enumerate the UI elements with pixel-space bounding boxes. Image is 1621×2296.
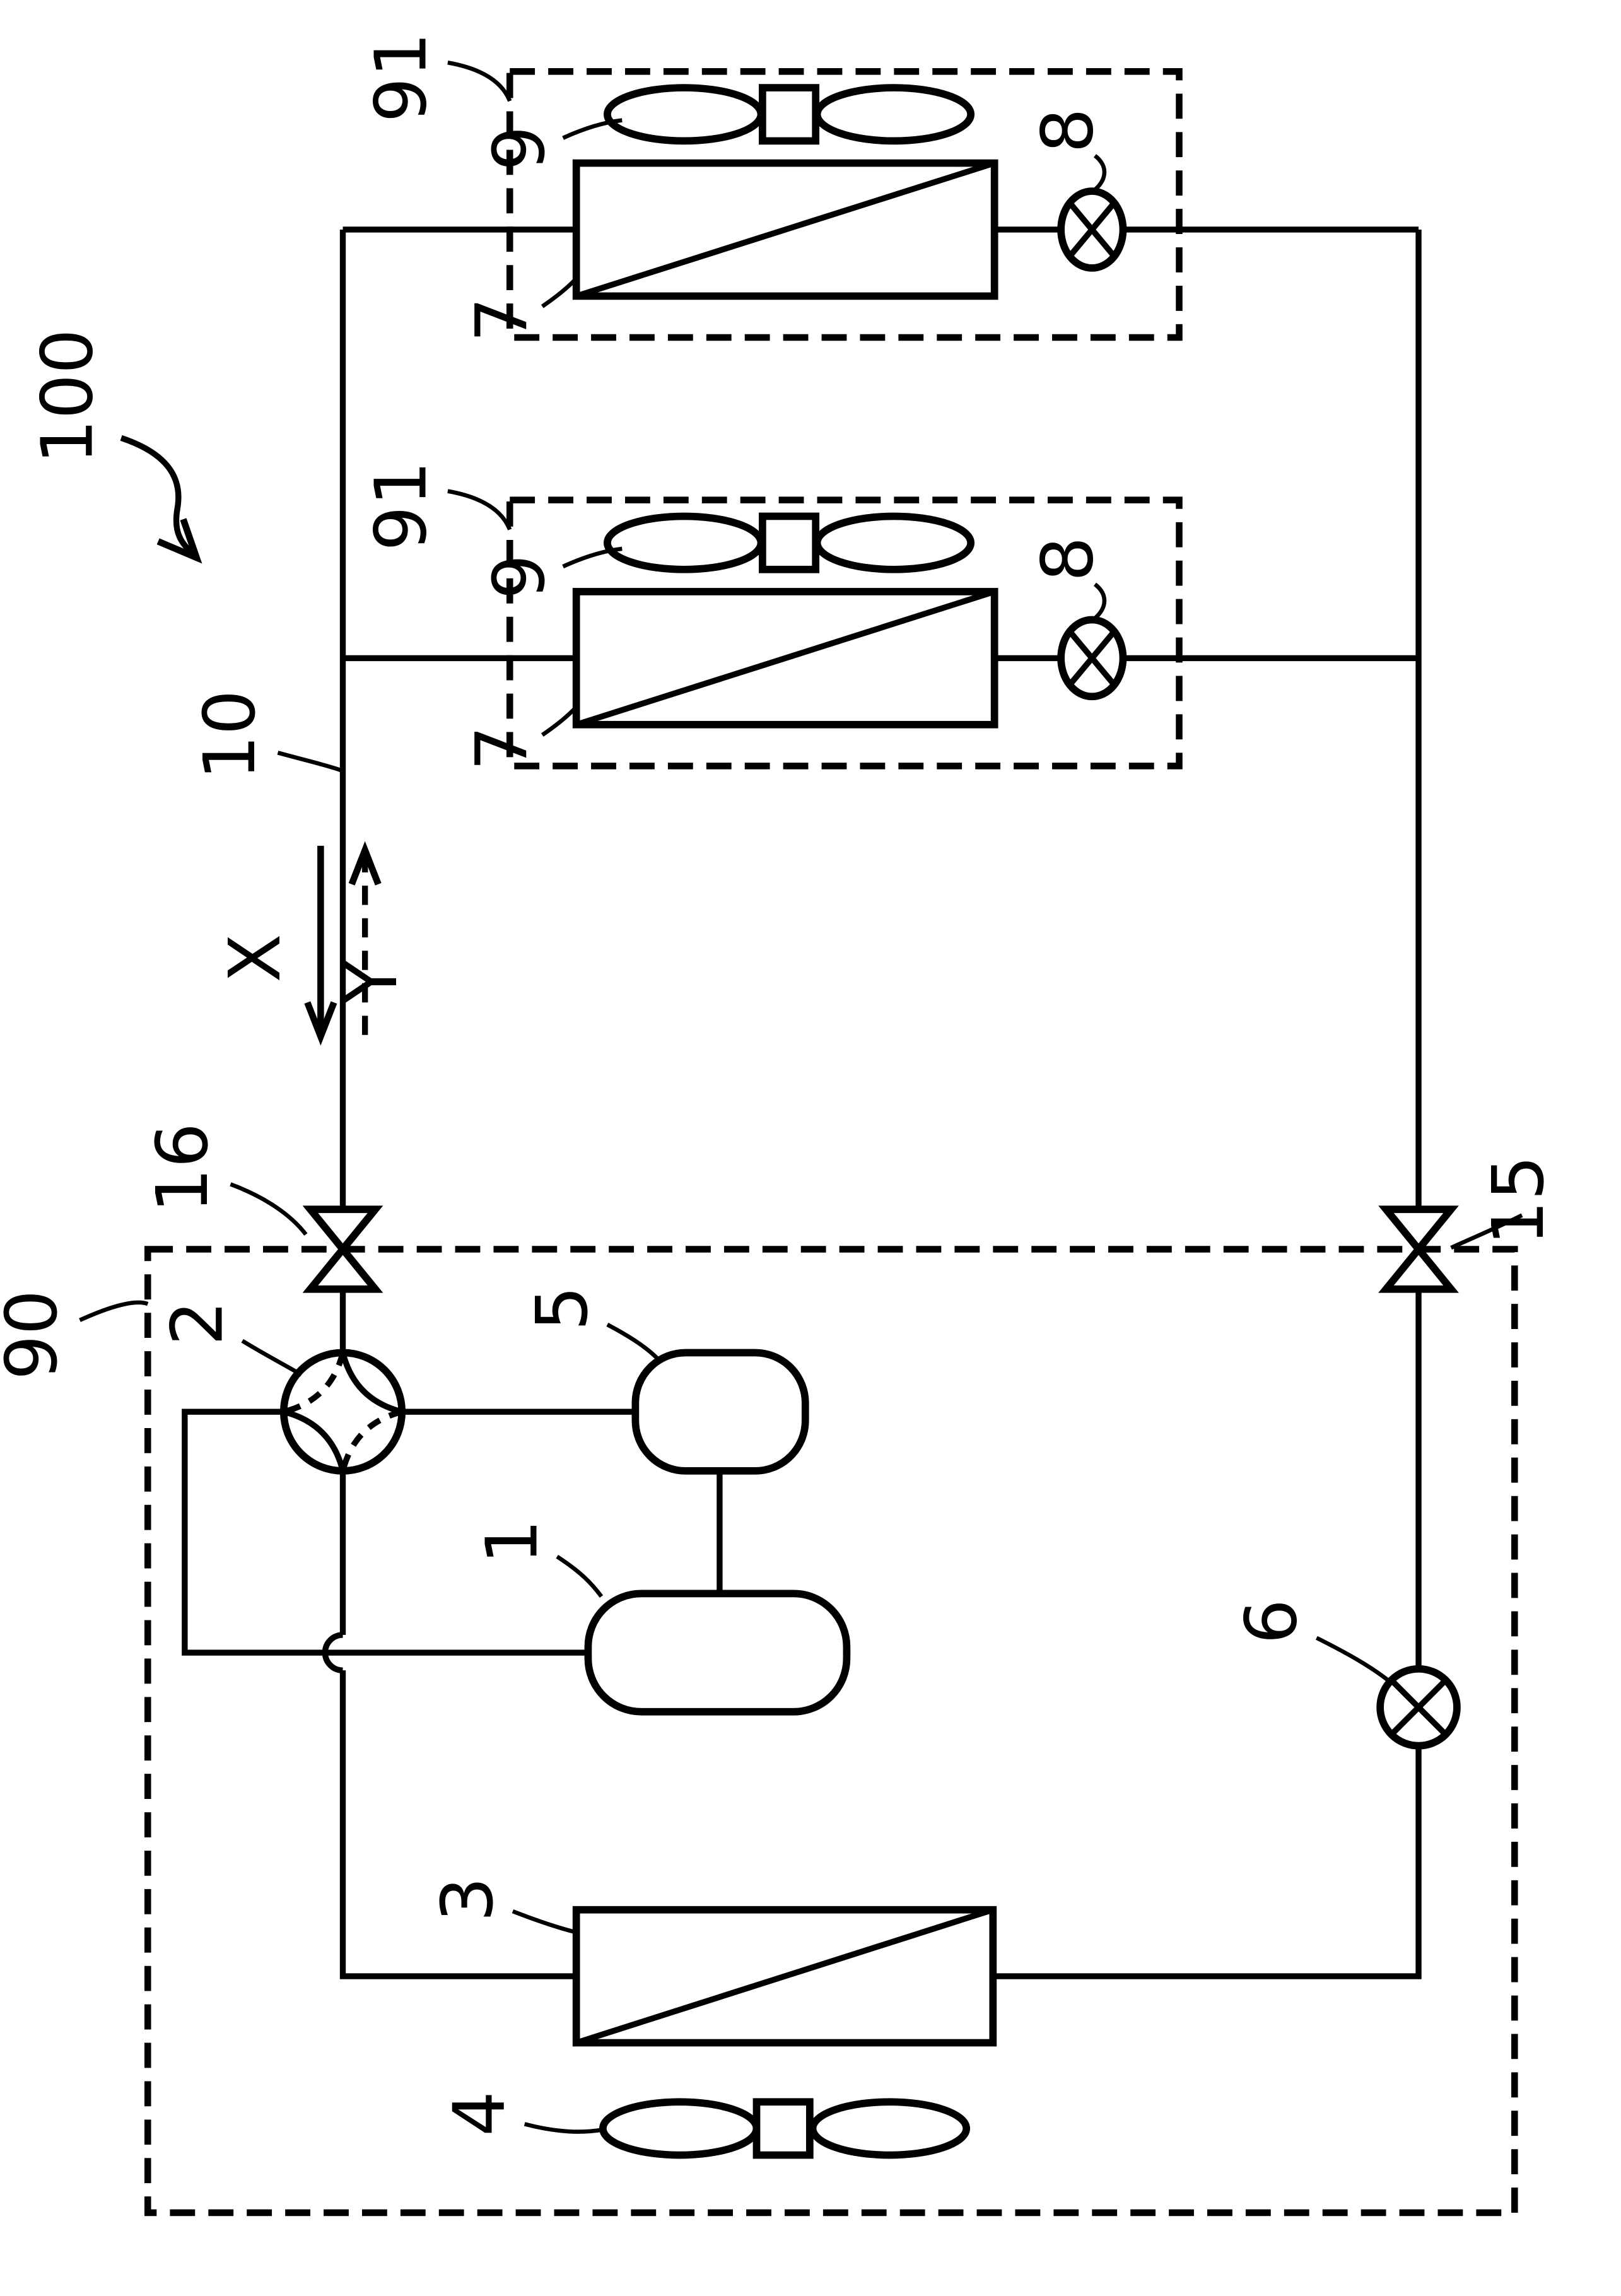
heat-exchanger-diagonal: [575, 589, 996, 728]
label-indoor-expansion-valve: 8: [1026, 537, 1109, 582]
label-compressor: 1: [471, 1520, 553, 1565]
indoor-unit-2: 91 9 7 8: [342, 461, 1419, 771]
leader-line: [447, 489, 512, 530]
fan-blade: [813, 512, 975, 573]
label-indoor-heat-exchanger: 7: [460, 726, 543, 771]
label-four-way-valve: 2: [156, 1301, 238, 1346]
outdoor-expansion-valve-icon: [1376, 1665, 1461, 1750]
label-accumulator: 5: [521, 1286, 604, 1331]
leader-line: [241, 1338, 303, 1377]
compressor-symbol: [584, 1590, 851, 1716]
label-indoor-fan: 9: [478, 126, 561, 171]
leader-line: [556, 1555, 604, 1598]
indoor-fan-icon: [604, 512, 975, 573]
heat-exchanger-diagonal: [575, 160, 996, 299]
label-flow-y: Y: [331, 960, 413, 1004]
indoor-heat-exchanger-icon: [572, 588, 998, 729]
leader-line: [541, 704, 580, 737]
indoor-heat-exchanger-icon: [572, 159, 998, 300]
leader-line: [562, 546, 623, 569]
leader-line: [230, 1182, 308, 1236]
label-system: 100: [26, 329, 108, 464]
label-outdoor-heat-exchanger: 3: [426, 1877, 509, 1923]
leader-arrow-head: [156, 518, 202, 564]
four-way-valve-icon: [279, 1349, 406, 1475]
leader-line: [277, 751, 342, 773]
indoor-expansion-valve-icon: [1057, 187, 1127, 272]
fan-hub: [759, 84, 820, 145]
fan-blade: [604, 512, 765, 573]
label-outdoor-expansion-valve: 6: [1231, 1599, 1313, 1644]
fan-blade: [813, 84, 975, 145]
accumulator-symbol: [631, 1349, 809, 1475]
valve-cross: [1067, 201, 1117, 259]
flow-arrow-x: X: [214, 845, 337, 1046]
leader-line: [606, 1323, 659, 1361]
heat-exchanger-diagonal: [575, 1907, 994, 2046]
valve-triangle: [302, 1205, 383, 1255]
leader-line: [447, 61, 512, 102]
label-indoor-expansion-valve: 8: [1026, 108, 1109, 153]
label-outdoor-unit: 90: [0, 1290, 73, 1380]
leader-line: [1093, 582, 1107, 620]
pipe-compressor-discharge: [182, 1409, 588, 1656]
leader-line: [541, 275, 580, 308]
valve-cross: [1067, 630, 1117, 687]
leader-line: [1450, 1213, 1523, 1250]
indoor-fan-icon: [604, 84, 975, 145]
label-stop-valve-gas: 16: [141, 1123, 224, 1213]
valve-triangle: [302, 1243, 383, 1293]
outdoor-heat-exchanger-icon: [572, 1906, 997, 2047]
label-flow-x: X: [214, 934, 296, 982]
pipe-segment: [339, 1670, 576, 1979]
fan-blade: [604, 84, 765, 145]
label-outdoor-fan: 4: [438, 2091, 521, 2136]
system-reference: 100: [26, 329, 202, 564]
label-indoor-heat-exchanger: 7: [460, 297, 543, 343]
four-way-passage-dashed: [283, 1352, 346, 1415]
leader-line: [1093, 154, 1107, 192]
indoor-expansion-valve-icon: [1057, 616, 1127, 701]
label-indoor-unit: 91: [360, 461, 443, 551]
flow-arrow-y: Y: [331, 841, 413, 1035]
connection-pipes: [182, 229, 1422, 1979]
fan-blade: [599, 2098, 761, 2159]
four-way-passage-solid: [339, 1352, 403, 1415]
four-way-valve-body: [279, 1349, 406, 1475]
label-indoor-unit: 91: [360, 32, 443, 122]
indoor-unit-boundary: [506, 496, 1183, 770]
outdoor-fan-icon: [599, 2098, 971, 2159]
valve-triangle: [1378, 1243, 1459, 1293]
leader-arrow-shaft: [120, 435, 197, 559]
leader-line: [1315, 1636, 1392, 1684]
pipe-segment: [993, 1745, 1422, 1979]
arrow-head: [304, 1001, 337, 1046]
valve-cross: [1390, 1678, 1448, 1737]
stop-valve-16-icon: [302, 1205, 383, 1293]
fan-blade: [809, 2098, 971, 2159]
fan-hub: [752, 2098, 814, 2159]
arrow-head: [348, 841, 382, 886]
leader-line: [512, 1909, 576, 1935]
four-way-passage-dashed: [339, 1409, 403, 1472]
valve-triangle: [1378, 1205, 1459, 1255]
leader-line: [562, 118, 623, 140]
label-stop-valve-liquid: 15: [1477, 1156, 1560, 1246]
stop-valve-15-icon: [1378, 1205, 1459, 1293]
label-connection-pipe: 10: [189, 690, 271, 780]
leader-line: [79, 1300, 149, 1322]
indoor-unit-1: 91 9 7 8: [342, 32, 1419, 343]
four-way-passage-solid: [283, 1409, 346, 1472]
indoor-unit-boundary: [506, 68, 1183, 341]
label-indoor-fan: 9: [478, 554, 561, 600]
leader-line: [524, 2122, 602, 2134]
outdoor-unit-boundary: [144, 1246, 1518, 2217]
fan-hub: [759, 512, 820, 573]
